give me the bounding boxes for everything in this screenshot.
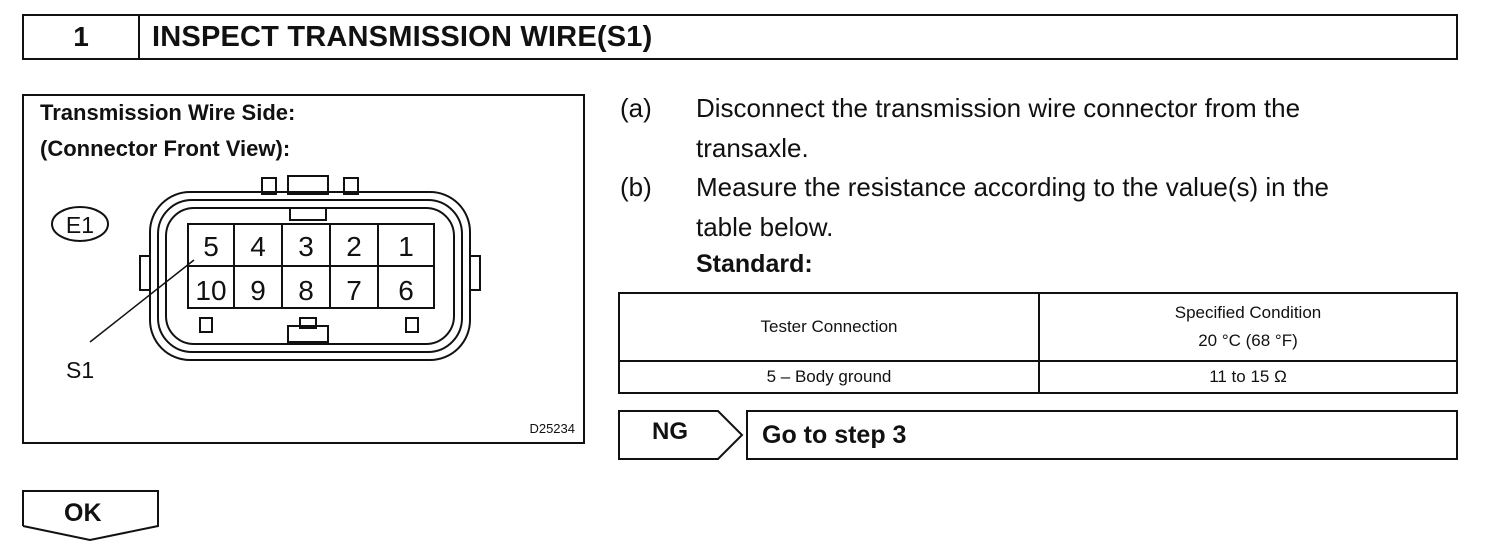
instruction-b-line2: table below. — [696, 212, 834, 242]
ok-label: OK — [64, 499, 102, 527]
pin-9: 9 — [250, 275, 266, 306]
table-header-connection: Tester Connection — [618, 292, 1040, 362]
connector-id-ellipse — [51, 206, 109, 242]
instruction-a-letter: (a) — [620, 93, 652, 123]
spec-table: Tester Connection Specified Condition 20… — [618, 292, 1458, 394]
goto-step-box: Go to step 3 — [746, 410, 1458, 460]
instruction-b-letter: (b) — [620, 172, 652, 202]
figure-code: D25234 — [529, 421, 575, 436]
instruction-a-line2: transaxle. — [696, 133, 809, 163]
step-header: 1 INSPECT TRANSMISSION WIRE(S1) — [22, 14, 1458, 60]
pin-10: 10 — [195, 275, 226, 306]
table-row: 5 – Body ground 11 to 15 Ω — [618, 360, 1458, 394]
table-header-condition-line1: Specified Condition — [1174, 303, 1322, 322]
pointer-label: S1 — [66, 357, 94, 383]
table-header-condition: Specified Condition 20 °C (68 °F) — [1038, 292, 1458, 362]
step-number: 1 — [24, 16, 140, 58]
pin-5: 5 — [203, 231, 219, 262]
figure-caption-line2: (Connector Front View): — [40, 136, 291, 161]
table-header-condition-line2: 20 °C (68 °F) — [1198, 331, 1298, 350]
pin-3: 3 — [298, 231, 314, 262]
pointer-line — [89, 259, 195, 343]
standard-label: Standard: — [696, 250, 813, 278]
instruction-b-line1: Measure the resistance according to the … — [696, 172, 1330, 202]
table-cell-condition: 11 to 15 Ω — [1038, 360, 1458, 394]
ng-label: NG — [652, 418, 688, 445]
pin-1: 1 — [398, 231, 414, 262]
connector-id: E1 — [66, 212, 94, 238]
pin-4: 4 — [250, 231, 266, 262]
connector-diagram: E1 5 4 3 2 1 10 9 8 7 6 S1 — [51, 175, 481, 383]
instruction-a-line1: Disconnect the transmission wire connect… — [696, 93, 1301, 123]
pin-8: 8 — [298, 275, 314, 306]
table-cell-connection: 5 – Body ground — [618, 360, 1040, 394]
pin-2: 2 — [346, 231, 362, 262]
ng-arrow-tag — [618, 410, 744, 460]
figure-caption-line1: Transmission Wire Side: — [40, 100, 296, 125]
ok-arrow-tag — [22, 490, 159, 542]
pin-6: 6 — [398, 275, 414, 306]
step-title: INSPECT TRANSMISSION WIRE(S1) — [152, 20, 653, 53]
pin-7: 7 — [346, 275, 362, 306]
connector-figure: Transmission Wire Side: (Connector Front… — [22, 94, 585, 444]
